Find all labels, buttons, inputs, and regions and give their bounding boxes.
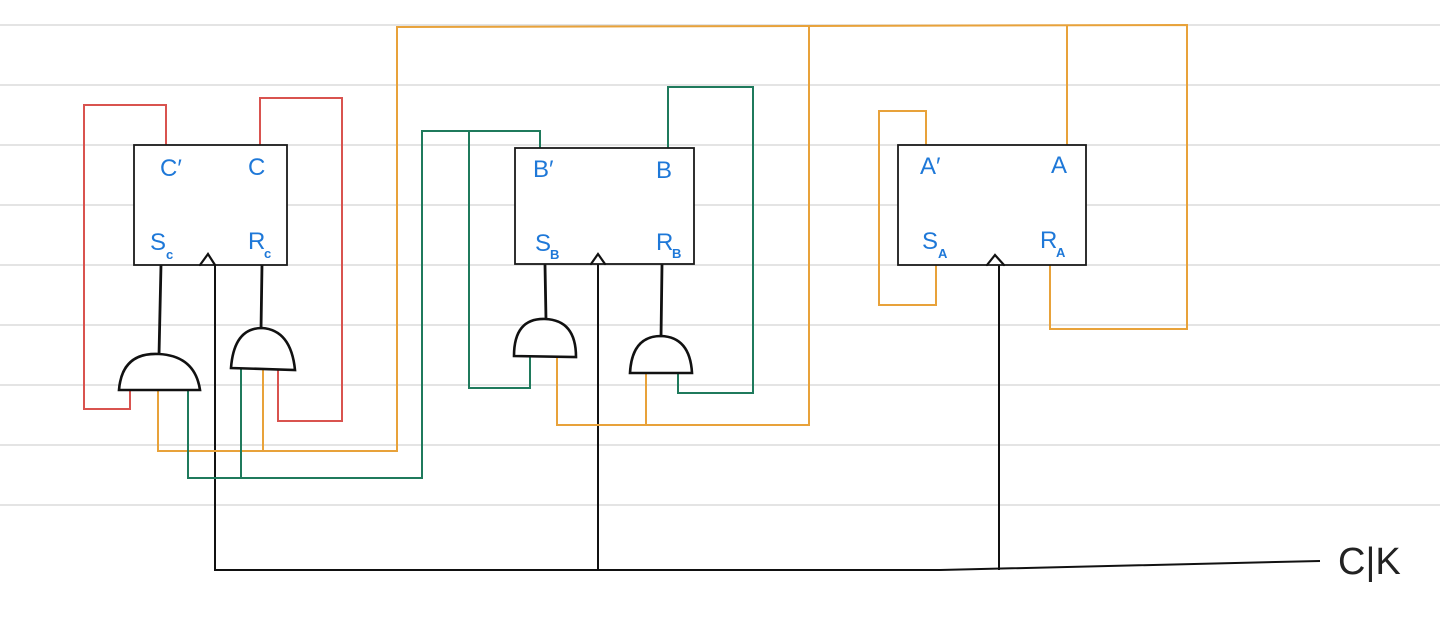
flipflop-b: B′ B S B R B [514,147,695,266]
pin-b-prime: B′ [533,156,554,183]
pin-b: B [656,157,672,184]
pin-sa: S [922,228,938,255]
pin-sc-subscript: c [166,247,173,262]
pin-sb-subscript: B [550,247,559,262]
and-gate-sc [117,263,202,392]
pin-a-prime: A′ [920,153,941,180]
and-gate-rc [229,263,297,372]
pin-sc: S [150,229,166,256]
orange-wires [157,23,1188,452]
pin-sb: S [535,230,551,257]
pin-a: A [1051,152,1067,179]
clock-label: C|K [1338,541,1401,583]
pin-rb: R [656,229,673,256]
red-wires [83,97,343,422]
pin-rc: R [248,228,265,255]
and-gate-rb [628,263,694,375]
pin-rc-subscript: c [264,246,271,261]
pin-ra: R [1040,227,1057,254]
pin-ra-subscript: A [1056,245,1066,260]
flipflop-a: A′ A S A R A [897,144,1087,267]
pin-sa-subscript: A [938,246,948,261]
flipflop-c: C′ C S c R c [133,144,288,267]
clock-wiring [214,258,1321,571]
and-gate-sb [512,263,578,359]
pin-c: C [248,154,265,181]
pin-rb-subscript: B [672,246,681,261]
green-wires [187,86,754,479]
pin-c-prime: C′ [160,155,182,182]
